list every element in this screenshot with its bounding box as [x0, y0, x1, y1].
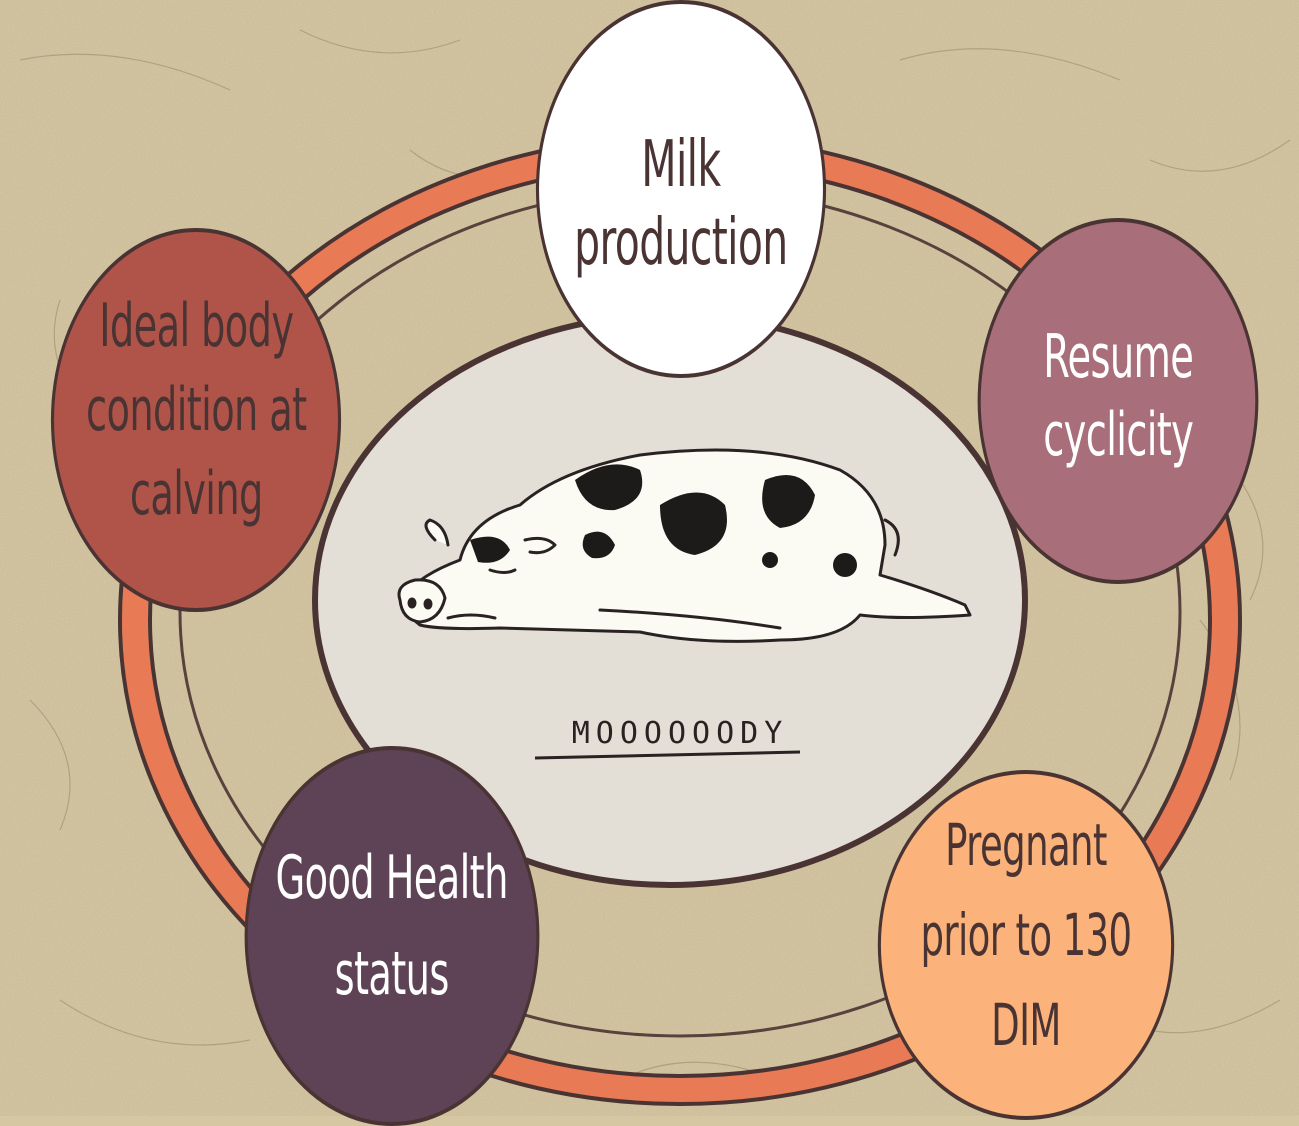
node-label: Resume cyclicity [1043, 318, 1193, 474]
node-label: Pregnant prior to 130 DIM [920, 800, 1131, 1070]
node-good-health-status: Good Health status [245, 746, 540, 1126]
node-label: Good Health status [276, 830, 508, 1022]
node-label: Milk production [574, 126, 787, 282]
node-pregnant-prior-130-dim: Pregnant prior to 130 DIM [878, 770, 1174, 1120]
logo-wordmark: MOOOOOODY [520, 716, 840, 751]
node-ideal-body-condition: Ideal body condition at calving [51, 228, 341, 612]
node-label: Ideal body condition at calving [86, 284, 307, 536]
cow-nostril [425, 600, 431, 608]
node-milk-production: Milk production [536, 0, 826, 378]
node-resume-cyclicity: Resume cyclicity [978, 218, 1259, 584]
cow-nostril [409, 599, 415, 607]
